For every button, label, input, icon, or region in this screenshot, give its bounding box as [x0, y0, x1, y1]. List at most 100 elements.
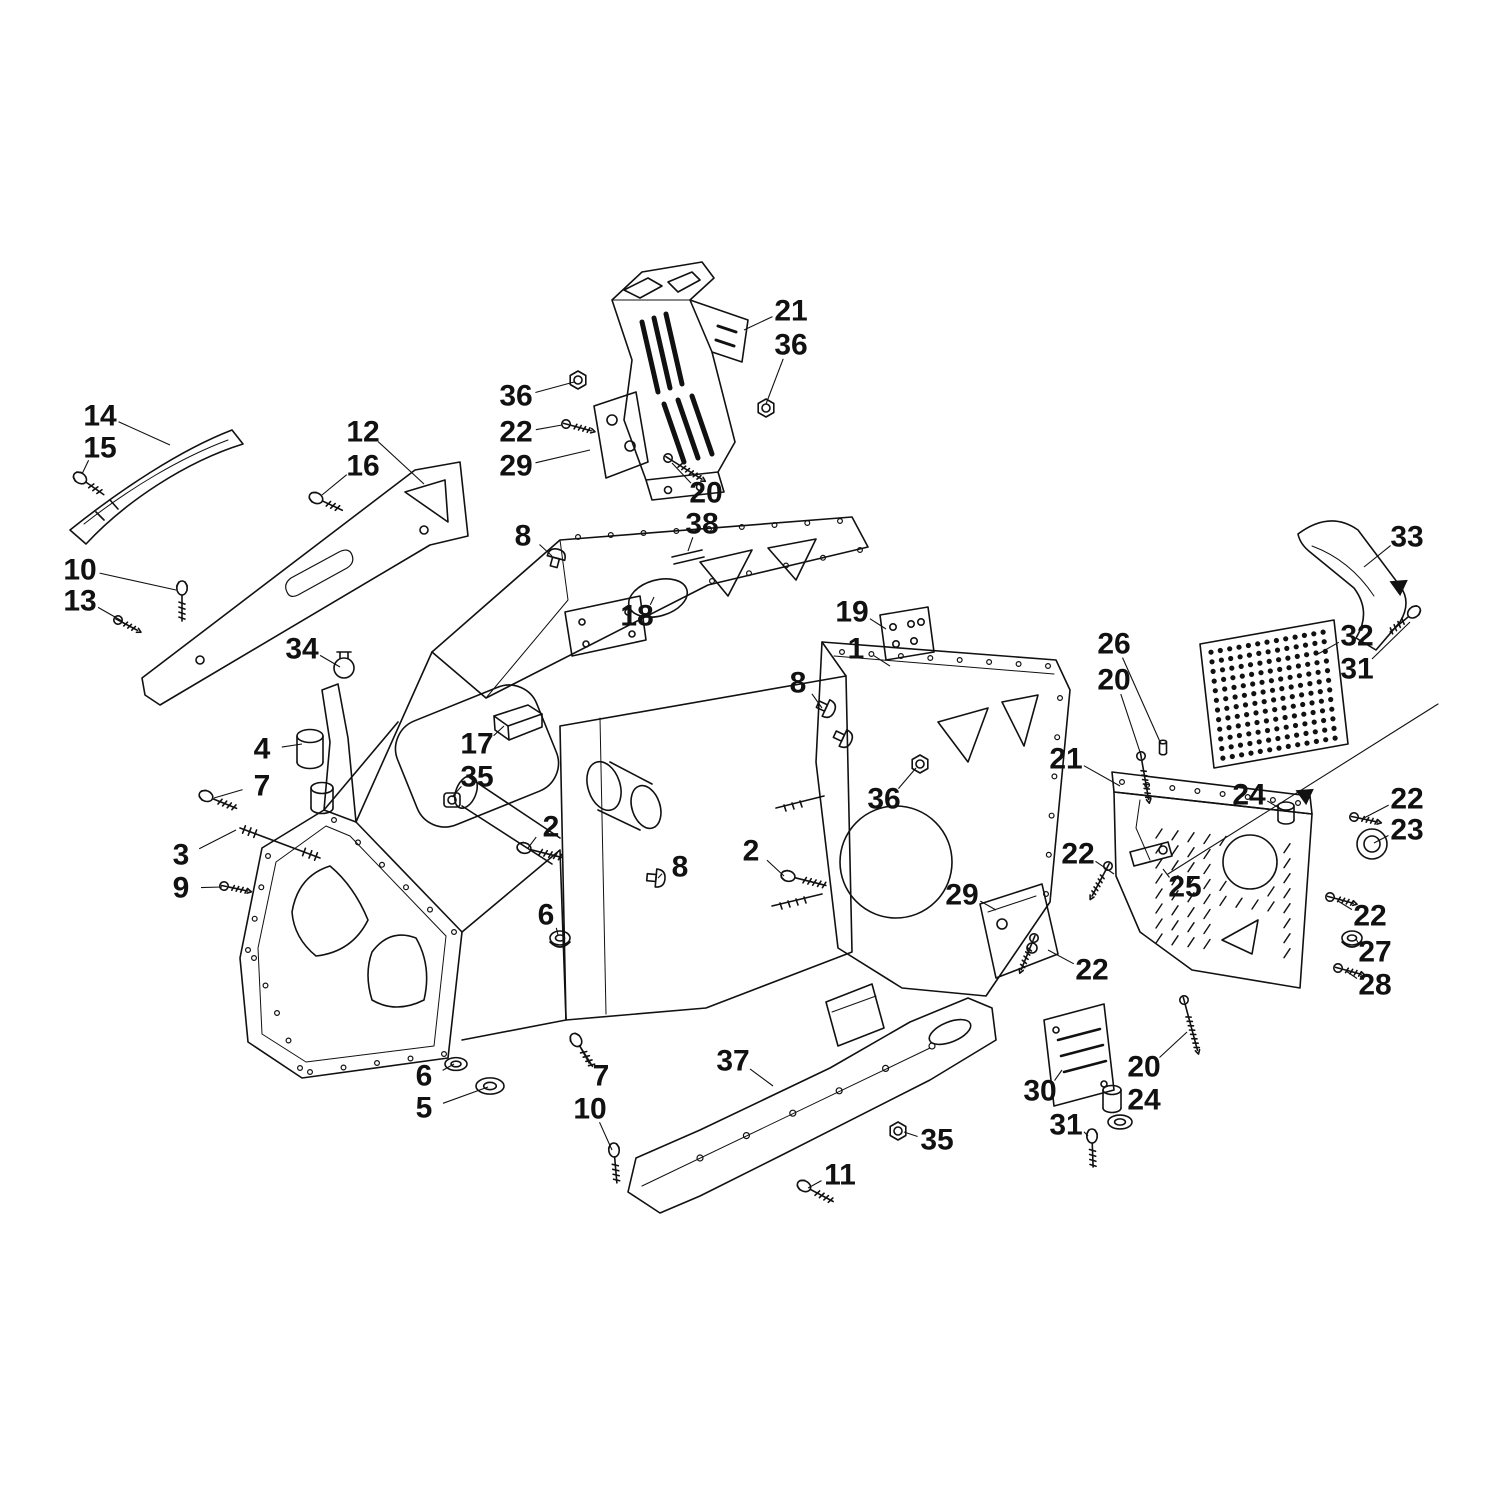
washer	[444, 1056, 468, 1072]
vent-hatch	[1155, 828, 1291, 959]
screw-fastener	[1136, 751, 1152, 805]
callout-16: 16	[346, 450, 379, 483]
screw-fastener	[1325, 892, 1358, 907]
leader-line	[1317, 641, 1340, 655]
screw-fastener	[1089, 861, 1113, 901]
callout-2: 2	[543, 811, 560, 844]
leader-line	[1371, 621, 1411, 660]
leader-line	[671, 462, 692, 484]
leader-line	[535, 424, 563, 431]
leader-line	[1267, 800, 1282, 810]
leader-line	[807, 1180, 822, 1189]
leader-line	[649, 596, 655, 606]
callout-27: 27	[1358, 936, 1391, 969]
nut-fastener	[569, 370, 587, 390]
callout-15: 15	[83, 432, 116, 465]
bolt-fastener	[308, 491, 344, 512]
rubber-bumper	[815, 699, 837, 719]
leader-line	[555, 927, 559, 936]
callout-22: 22	[499, 416, 532, 449]
leader-line	[81, 460, 90, 475]
leader-line	[321, 474, 348, 496]
leader-line	[451, 786, 462, 798]
callout-22: 22	[1353, 900, 1386, 933]
direction-arrows	[1295, 579, 1408, 806]
callout-24: 24	[1232, 779, 1266, 812]
rivet-holes	[245, 517, 1301, 1162]
callout-33: 33	[1390, 521, 1423, 554]
callout-21: 21	[774, 295, 807, 328]
callout-31: 31	[1049, 1109, 1082, 1142]
callout-14: 14	[83, 400, 117, 433]
callout-22: 22	[1075, 954, 1108, 987]
fasteners	[72, 370, 1422, 1204]
callout-6: 6	[538, 899, 555, 932]
callout-22: 22	[1390, 783, 1423, 816]
part-plug	[493, 704, 543, 741]
nut-fastener	[911, 754, 929, 774]
part-support-bracket-top	[593, 391, 649, 479]
clamp	[333, 651, 355, 679]
callout-29: 29	[499, 450, 532, 483]
pointer-line	[1167, 703, 1439, 875]
callout-11: 11	[824, 1159, 856, 1192]
callout-9: 9	[173, 872, 190, 905]
screw-fastener	[1179, 995, 1201, 1055]
leader-line	[442, 1086, 489, 1104]
part-support-bracket-right	[979, 883, 1059, 979]
sensor	[443, 792, 461, 808]
leader-line	[493, 725, 505, 737]
screw-fastener	[1018, 933, 1039, 975]
leader-line	[281, 743, 303, 748]
leader-line	[873, 655, 891, 667]
nut-fastener	[757, 398, 775, 418]
leader-line	[897, 767, 917, 789]
part-rear-bulkhead	[1111, 771, 1313, 989]
part-curved-bracket	[1297, 520, 1407, 651]
screw-fastener	[1349, 812, 1383, 825]
part-footrest-rail	[627, 983, 997, 1214]
callout-13: 13	[63, 585, 96, 618]
callout-35: 35	[920, 1124, 953, 1157]
direction-arrow-icon	[1295, 788, 1314, 806]
callout-23: 23	[1390, 814, 1423, 847]
nut-fastener	[889, 1121, 907, 1141]
bushing	[1356, 828, 1388, 860]
leader-line	[377, 441, 425, 485]
callout-20: 20	[1127, 1051, 1160, 1084]
part-diagonal-brace	[141, 461, 469, 706]
leader-line	[200, 886, 223, 889]
part-frame-rails	[321, 651, 567, 1041]
leader-line	[766, 859, 785, 877]
callout-2: 2	[743, 835, 760, 868]
leader-line	[99, 572, 177, 591]
callout-34: 34	[285, 633, 319, 666]
leader-line	[811, 693, 823, 709]
leader-line	[1162, 868, 1170, 878]
leader-line	[535, 449, 591, 464]
rubber-bumper	[645, 868, 666, 888]
callout-3: 3	[173, 839, 190, 872]
callout-20: 20	[689, 477, 722, 510]
callout-8: 8	[672, 851, 689, 884]
bolt-fastener	[607, 1142, 621, 1184]
callout-28: 28	[1358, 969, 1391, 1002]
leader-line	[213, 789, 243, 799]
part-tunnel	[559, 641, 853, 1021]
callout-29: 29	[945, 879, 978, 912]
leader-line	[1159, 1031, 1188, 1058]
screw-fastener	[219, 881, 253, 894]
cylinder-mount	[1102, 1084, 1122, 1114]
leader-line	[687, 537, 694, 552]
callout-36: 36	[774, 329, 807, 362]
callout-21: 21	[1049, 743, 1082, 776]
leader-line	[1120, 693, 1142, 756]
grommet	[1341, 930, 1363, 948]
leader-line	[442, 1063, 455, 1071]
leader-line	[527, 836, 537, 849]
leader-line	[1083, 1131, 1089, 1137]
leader-line	[765, 358, 784, 405]
leader-line	[1083, 765, 1121, 787]
